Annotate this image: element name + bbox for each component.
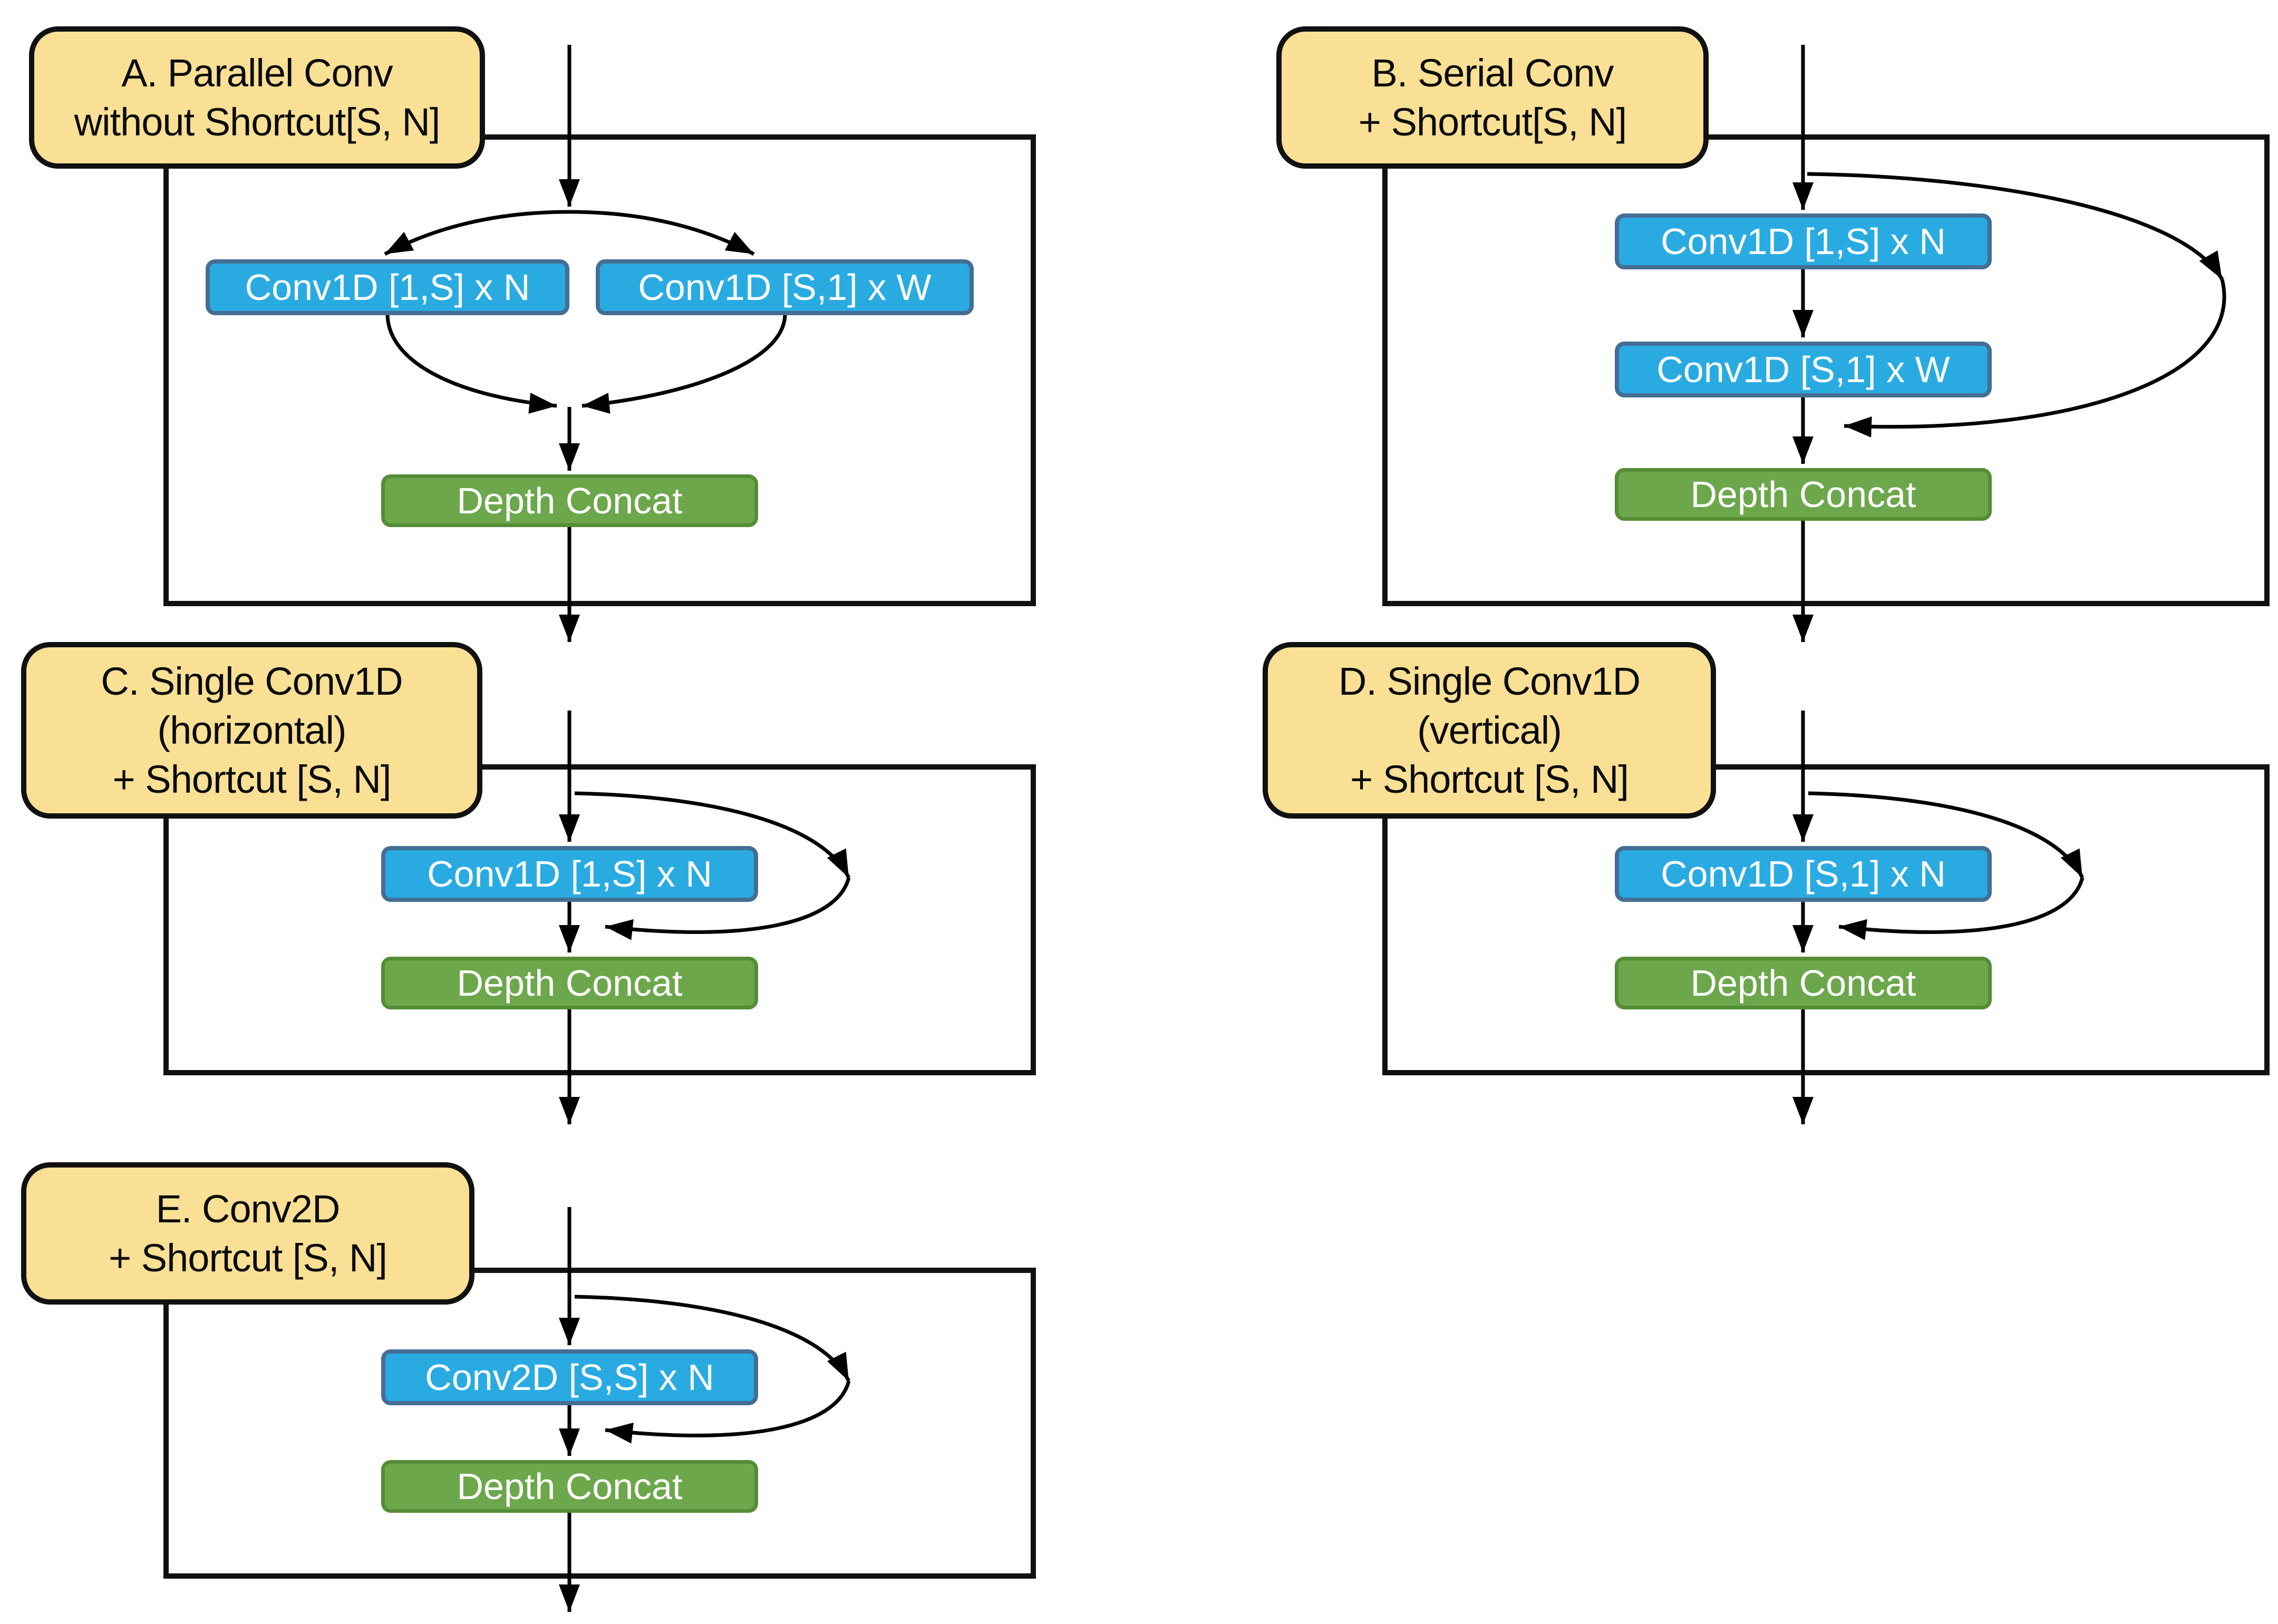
panel-c-arrows xyxy=(559,711,851,1124)
panel-c-depth-concat-text: Depth Concat xyxy=(457,962,683,1004)
panel-a-conv-left-text: Conv1D [1,S] x N xyxy=(245,267,530,308)
panel-b-arrows xyxy=(1792,45,2226,642)
panel-e-container xyxy=(163,1268,1036,1579)
panel-d-label: D. Single Conv1D (vertical) + Shortcut [… xyxy=(1263,642,1716,819)
panel-c-title-line3: + Shortcut [S, N] xyxy=(112,757,392,801)
panel-d-title-line3: + Shortcut [S, N] xyxy=(1350,757,1629,801)
panel-d-depth-concat-text: Depth Concat xyxy=(1690,962,1916,1004)
panel-c-title-line2: (horizontal) xyxy=(157,708,346,752)
panel-a-title-line2: without Shortcut[S, N] xyxy=(74,100,441,144)
panel-d-conv-box: Conv1D [S,1] x N xyxy=(1615,846,1992,902)
panel-b-shortcut-arc-down xyxy=(1807,172,2224,280)
panel-d-depth-concat-box: Depth Concat xyxy=(1615,957,1992,1009)
panel-b-shortcut-arc-return xyxy=(1844,279,2226,437)
panel-b-conv2-text: Conv1D [S,1] x W xyxy=(1656,349,1950,390)
panel-a-label: A. Parallel Conv without Shortcut[S, N] xyxy=(29,26,485,169)
panel-b-title-line1: B. Serial Conv xyxy=(1371,51,1614,95)
panel-a-depth-concat-text: Depth Concat xyxy=(457,480,683,521)
panel-b-conv1-box: Conv1D [1,S] x N xyxy=(1615,213,1992,269)
panel-e-depth-concat-text: Depth Concat xyxy=(457,1466,683,1507)
panel-c-title-line1: C. Single Conv1D xyxy=(101,659,403,703)
panel-a-merge-right-arc xyxy=(581,315,787,414)
panel-b-depth-concat-text: Depth Concat xyxy=(1690,474,1916,515)
panel-e-arrows xyxy=(559,1207,851,1612)
panel-e-depth-concat-box: Depth Concat xyxy=(381,1460,758,1513)
panel-c-label: C. Single Conv1D (horizontal) + Shortcut… xyxy=(21,642,482,819)
panel-a-merge-left-arc xyxy=(385,315,557,414)
panel-a-conv-right-text: Conv1D [S,1] x W xyxy=(638,267,932,308)
panel-b-conv1-text: Conv1D [1,S] x N xyxy=(1661,221,1946,262)
panel-c-conv-box: Conv1D [1,S] x N xyxy=(381,846,758,902)
panel-d-shortcut-arc-return xyxy=(1838,877,2085,940)
panel-c-shortcut-arc-down xyxy=(574,791,851,879)
panel-c-depth-concat-box: Depth Concat xyxy=(381,957,758,1009)
panel-e-shortcut-arc-return xyxy=(605,1380,851,1444)
panel-e-title-line2: + Shortcut [S, N] xyxy=(109,1236,387,1280)
panel-a-conv-right-box: Conv1D [S,1] x W xyxy=(596,259,974,315)
panel-a-fork-left-arc xyxy=(384,210,570,256)
panel-a-title-line1: A. Parallel Conv xyxy=(121,51,393,95)
panel-d-title-line2: (vertical) xyxy=(1417,708,1562,752)
panel-c-shortcut-arc-return xyxy=(605,877,851,940)
panel-e-shortcut-arc-down xyxy=(574,1295,851,1382)
panel-d-shortcut-arc-down xyxy=(1808,791,2085,879)
panel-e-conv-box: Conv2D [S,S] x N xyxy=(381,1349,758,1405)
panel-e-title-line1: E. Conv2D xyxy=(156,1187,341,1231)
panel-d-conv-text: Conv1D [S,1] x N xyxy=(1661,853,1946,894)
panel-e-conv-text: Conv2D [S,S] x N xyxy=(425,1357,714,1398)
panel-d-arrows xyxy=(1792,711,2085,1124)
panel-e-label: E. Conv2D + Shortcut [S, N] xyxy=(21,1162,474,1305)
panel-d-title-line1: D. Single Conv1D xyxy=(1338,659,1641,703)
panel-b-title-line2: + Shortcut[S, N] xyxy=(1358,100,1627,144)
panel-a-arrows xyxy=(384,45,787,642)
panel-a-fork-right-arc xyxy=(569,210,755,256)
panel-a-conv-left-box: Conv1D [1,S] x N xyxy=(206,259,569,315)
panel-a-depth-concat-box: Depth Concat xyxy=(381,474,758,527)
panel-b-label: B. Serial Conv + Shortcut[S, N] xyxy=(1276,26,1709,169)
panel-b-depth-concat-box: Depth Concat xyxy=(1615,468,1992,521)
panel-b-conv2-box: Conv1D [S,1] x W xyxy=(1615,342,1992,397)
panel-c-conv-text: Conv1D [1,S] x N xyxy=(427,853,712,894)
